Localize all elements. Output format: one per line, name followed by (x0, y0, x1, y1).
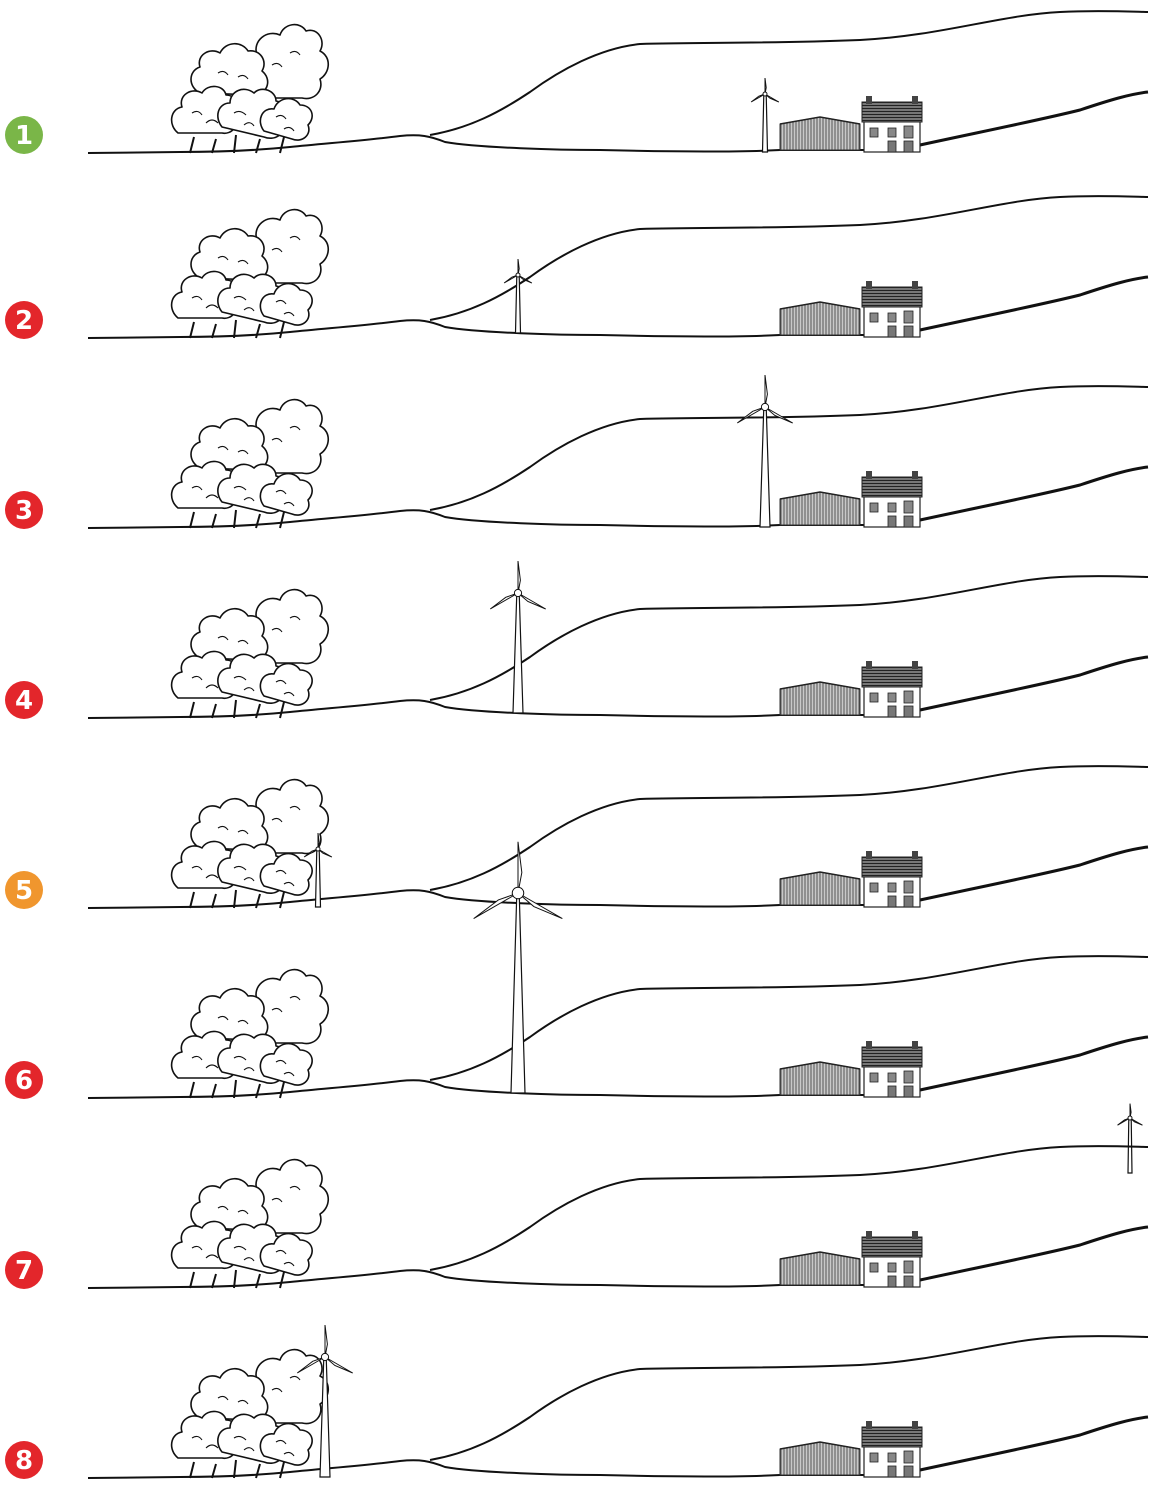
scenario-badge: 3 (5, 491, 43, 529)
scenario-badge: 7 (5, 1251, 43, 1289)
ground-line (87, 1269, 920, 1289)
barn-icon (779, 681, 861, 716)
tree-cluster-icon (170, 778, 330, 909)
scenario-4: 4 (5, 560, 1149, 719)
barn-icon (779, 1441, 861, 1476)
cottage-icon (861, 470, 923, 528)
cottage-icon (861, 850, 923, 908)
scenario-badge: 4 (5, 681, 43, 719)
barn-icon (779, 1061, 861, 1096)
far-field-line (919, 1225, 1149, 1282)
wind-turbine-icon (750, 77, 780, 153)
ground-line (87, 699, 920, 719)
tree-cluster-icon (170, 968, 330, 1099)
scenario-3: 3 (5, 374, 1149, 529)
scenario-number: 4 (15, 686, 33, 716)
wind-turbine-icon (503, 258, 533, 334)
wind-turbine-icon (473, 841, 563, 1094)
scenario-number: 6 (15, 1066, 33, 1096)
far-field-line (919, 1415, 1149, 1472)
cottage-icon (861, 280, 923, 338)
tree-cluster-icon (170, 208, 330, 339)
ridge-line (429, 10, 1149, 136)
ground-line (87, 1079, 920, 1099)
far-field-line (919, 845, 1149, 902)
scenario-8: 8 (5, 1324, 1149, 1479)
ridge-line (429, 385, 1149, 511)
tree-cluster-icon (170, 1158, 330, 1289)
scenario-2: 2 (5, 195, 1149, 339)
scenario-6: 6 (5, 841, 1149, 1174)
tree-cluster-icon (170, 23, 330, 154)
scenario-number: 3 (15, 496, 33, 526)
scenario-badge: 6 (5, 1061, 43, 1099)
ground-line (87, 509, 920, 529)
tree-cluster-icon (170, 588, 330, 719)
wind-turbine-icon (303, 832, 333, 908)
cottage-icon (861, 95, 923, 153)
far-field-line (919, 1035, 1149, 1092)
ridge-line (429, 575, 1149, 701)
ridge-line (429, 1335, 1149, 1461)
ground-line (87, 889, 920, 909)
far-field-line (919, 655, 1149, 712)
cottage-icon (861, 660, 923, 718)
wind-turbine-icon (489, 560, 546, 714)
ground-line (87, 1459, 920, 1479)
scenario-badge: 2 (5, 301, 43, 339)
barn-icon (779, 1251, 861, 1286)
far-field-line (919, 90, 1149, 147)
ground-line (87, 319, 920, 339)
scenario-badge: 1 (5, 116, 43, 154)
scenario-number: 5 (15, 876, 33, 906)
ridge-line (429, 195, 1149, 321)
scenario-number: 1 (15, 121, 33, 151)
barn-icon (779, 491, 861, 526)
barn-icon (779, 116, 861, 151)
wind-turbine-icon (296, 1324, 353, 1478)
scenario-number: 7 (15, 1256, 33, 1286)
scenario-number: 2 (15, 306, 33, 336)
cottage-icon (861, 1040, 923, 1098)
ridge-line (429, 955, 1149, 1081)
scenario-7: 7 (5, 1145, 1149, 1289)
far-field-line (919, 275, 1149, 332)
ridge-line (429, 765, 1149, 891)
wind-turbine-icon (1117, 1103, 1143, 1174)
wind-turbine-icon (736, 374, 793, 528)
ground-line (87, 134, 920, 154)
ridge-line (429, 1145, 1149, 1271)
scenario-badge: 8 (5, 1441, 43, 1479)
far-field-line (919, 465, 1149, 522)
cottage-icon (861, 1230, 923, 1288)
barn-icon (779, 301, 861, 336)
scenario-number: 8 (15, 1446, 33, 1476)
scenario-badge: 5 (5, 871, 43, 909)
barn-icon (779, 871, 861, 906)
scenario-1: 1 (5, 10, 1149, 154)
cottage-icon (861, 1420, 923, 1478)
tree-cluster-icon (170, 398, 330, 529)
scenario-5: 5 (5, 765, 1149, 909)
